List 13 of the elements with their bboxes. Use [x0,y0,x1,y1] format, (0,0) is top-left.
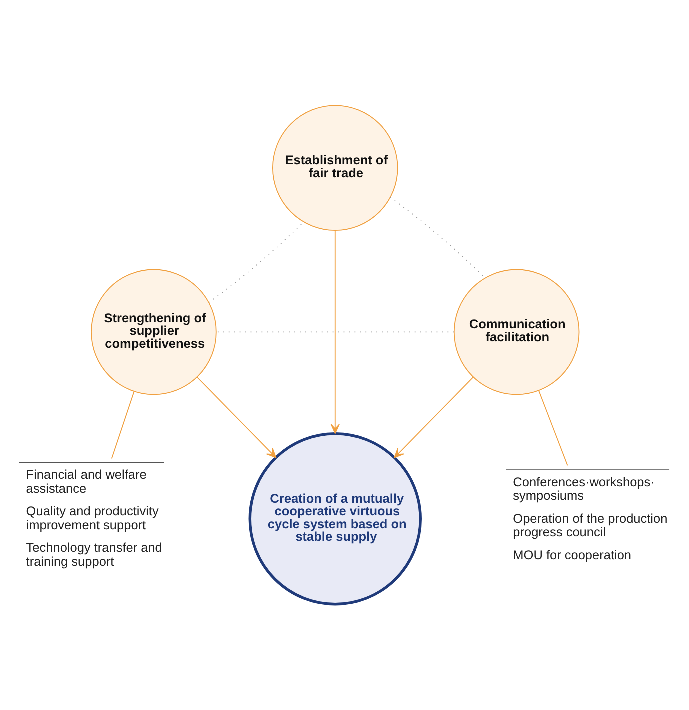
connector [390,197,486,278]
connector [538,390,568,466]
node-circle: Strengthening of supplier competitiveness [91,269,217,396]
node-circle: Communication facilitation [454,269,580,396]
arrow [330,230,340,434]
connector [208,222,304,304]
node-circle: Establishment of fair trade [272,105,398,231]
connector [111,391,135,460]
arrow [394,377,474,458]
node-circle: Creation of a mutually cooperative virtuous cycle system based on stable supply [248,432,422,606]
node-text: Financial and welfare assistance Quality and productivity improvement support Technology transfer and training support [26,467,162,569]
node-text: Conferences·workshops· symposiums Operation of the production progress council MOU for cooperation [513,474,668,562]
arrow [196,377,277,458]
